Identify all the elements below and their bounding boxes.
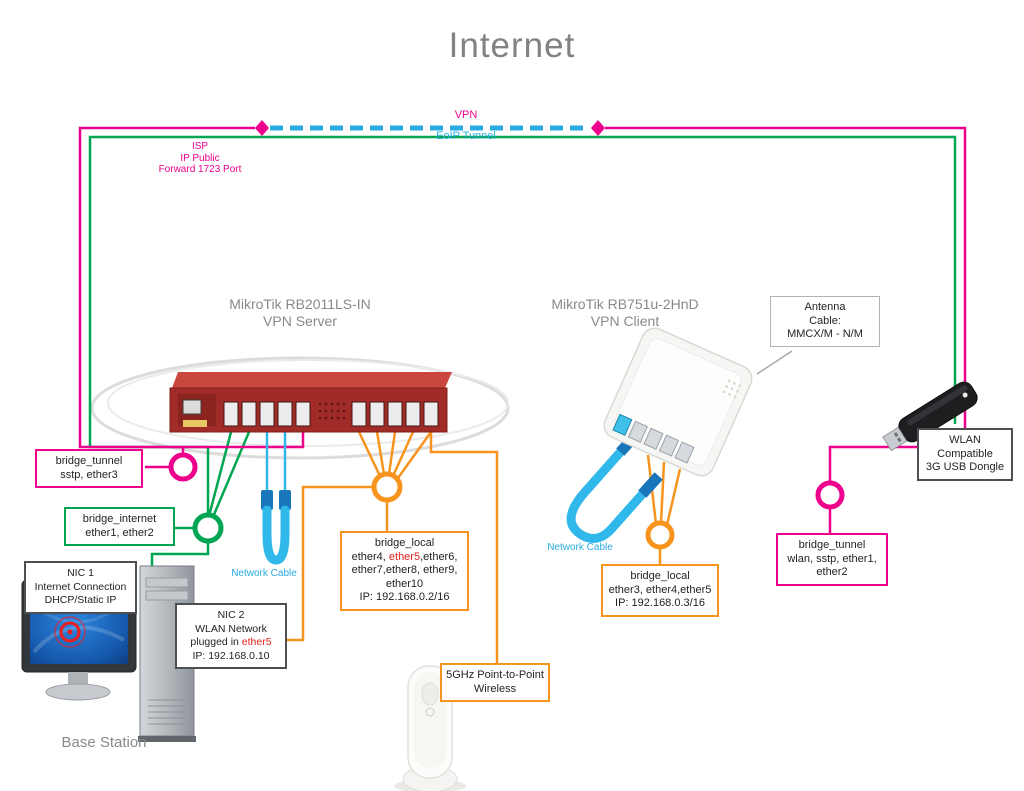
bridge-local-right-line1: bridge_local [630, 570, 690, 582]
bridge-internet-box: bridge_internet ether1, ether2 [64, 507, 175, 546]
isp-note-line2: IP Public [180, 152, 220, 164]
ring-bridge-local-left [371, 471, 403, 503]
bridge-internet-line1: bridge_internet [82, 513, 157, 525]
antenna-cable-line1: Antenna [804, 301, 846, 313]
router-led-grid [318, 402, 346, 420]
nic2-line1: NIC 2 [217, 609, 245, 621]
bridge-local-left-line2: ether4, ether5,ether6, [346, 551, 463, 565]
ring-bridge-local-right [645, 520, 675, 550]
bridge-tunnel-right-line2: wlan, sstp, ether1, [787, 552, 877, 565]
wlan-dongle-box: WLAN Compatible 3G USB Dongle [917, 428, 1013, 481]
bridge-local-left-box: bridge_local ether4, ether5,ether6, ethe… [340, 531, 469, 611]
bridge-local-left-lines [287, 431, 499, 663]
isp-note: ISP IP Public Forward 1723 Port [140, 141, 260, 176]
vpn-label: VPN [454, 109, 478, 121]
wireless-antenna [394, 665, 466, 791]
nic2-line4: IP: 192.168.0.10 [192, 649, 270, 662]
nic2-line2: WLAN Network [195, 622, 267, 635]
network-cable-right-label: Network Cable [547, 542, 613, 553]
router-rb751 [603, 327, 753, 477]
vpn-server-name: MikroTik RB2011LS-IN [229, 296, 371, 312]
bridge-internet-line2: ether1, ether2 [85, 526, 154, 539]
router-rb2011 [169, 372, 452, 433]
network-cable-left-label: Network Cable [231, 568, 297, 579]
bridge-local-left-line1: bridge_local [374, 537, 435, 549]
nic2-line3-ether5: ether5 [241, 636, 272, 648]
vpn-client-label: MikroTik RB751u-2HnD VPN Client [515, 296, 735, 330]
tunnel-endpoint-right [591, 120, 605, 136]
network-cable-right [566, 430, 663, 543]
ring-bridge-internet [192, 512, 224, 544]
isp-note-line1: ISP [191, 141, 209, 152]
router-ports-group-a [223, 401, 311, 427]
nic1-line3: DHCP/Static IP [44, 594, 117, 606]
wireless-5ghz-line1: 5GHz Point-to-Point [446, 669, 544, 681]
wlan-dongle-line2: Compatible [937, 447, 993, 460]
bridge-local-right-box: bridge_local ether3, ether4,ether5 IP: 1… [601, 564, 719, 617]
connector-rings [168, 452, 845, 550]
nic1-line2: Internet Connection [34, 580, 127, 593]
decorative-loop [90, 356, 510, 460]
bridge-local-right-line3: IP: 192.168.0.3/16 [615, 597, 705, 609]
bridge-tunnel-right-line3: ether2 [816, 566, 848, 578]
ring-bridge-tunnel-left [168, 452, 198, 482]
bridge-local-left-line3: ether7,ether8, ether9, [351, 564, 458, 576]
antenna-cable-box: Antenna Cable: MMCX/M - N/M [770, 296, 880, 347]
bridge-local-left-line4: ether10 [385, 577, 424, 590]
bll-l2-ether5: ether5 [388, 550, 421, 563]
nic1-box: NIC 1 Internet Connection DHCP/Static IP [24, 561, 137, 614]
tunnel-endpoint-left [255, 120, 269, 136]
bll-l2-pre: ether4, [351, 550, 389, 563]
wireless-5ghz-box: 5GHz Point-to-Point Wireless [440, 663, 550, 702]
wlan-dongle-line3: 3G USB Dongle [925, 461, 1005, 473]
bridge-tunnel-right-box: bridge_tunnel wlan, sstp, ether1, ether2 [776, 533, 888, 586]
network-cable-left [261, 432, 291, 565]
wlan-dongle-line1: WLAN [949, 434, 981, 446]
isp-note-line3: Forward 1723 Port [158, 164, 242, 175]
page-title: Internet [448, 26, 576, 65]
router-ports-group-b [351, 401, 439, 427]
bridge-local-left-line5: IP: 192.168.0.2/16 [359, 591, 450, 603]
vpn-client-name: MikroTik RB751u-2HnD [551, 296, 699, 312]
nic1-line1: NIC 1 [67, 567, 94, 579]
vpn-server-role: VPN Server [263, 313, 337, 329]
bridge-tunnel-left-box: bridge_tunnel sstp, ether3 [35, 449, 143, 488]
nic2-line3-pre: plugged in [190, 636, 242, 648]
bridge-tunnel-right-line1: bridge_tunnel [798, 539, 866, 551]
base-station-label: Base Station [61, 734, 147, 751]
nic2-line3: plugged in ether5 [181, 636, 281, 650]
antenna-cable-line2: Cable: [809, 314, 841, 327]
bridge-tunnel-left-line2: sstp, ether3 [60, 468, 118, 481]
wireless-5ghz-line2: Wireless [473, 682, 517, 695]
nic2-box: NIC 2 WLAN Network plugged in ether5 IP:… [175, 603, 287, 669]
antenna-cable-line3: MMCX/M - N/M [787, 328, 863, 340]
bridge-tunnel-left-line1: bridge_tunnel [55, 455, 123, 467]
vpn-server-label: MikroTik RB2011LS-IN VPN Server [190, 296, 410, 330]
usb-dongle [882, 381, 978, 452]
router-rb751-ports [612, 413, 695, 464]
bridge-local-right-line2: ether3, ether4,ether5 [608, 583, 712, 596]
ring-bridge-tunnel-right [815, 480, 845, 510]
tunnel-label: EoIP Tunnel [436, 130, 496, 142]
vpn-client-role: VPN Client [590, 313, 660, 329]
router-rb751-vents [722, 379, 742, 399]
bll-l2-post: ,ether6, [420, 550, 458, 563]
antenna-cable-pointer [756, 350, 793, 375]
